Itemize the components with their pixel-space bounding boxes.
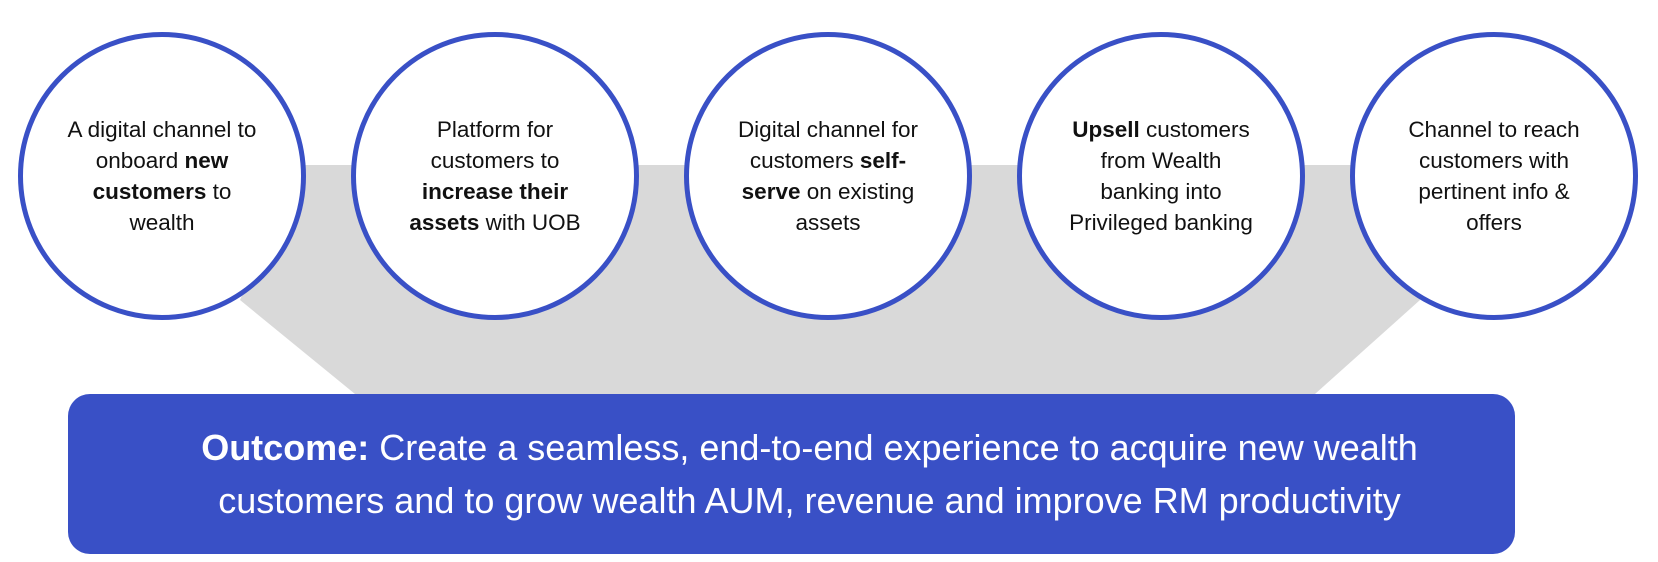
- circle-text: A digital channel to onboard new custome…: [62, 114, 262, 238]
- circle-text-bold: Upsell: [1072, 117, 1140, 142]
- circle-text-part: on existing assets: [795, 179, 915, 235]
- circle-text: Platform for customers to increase their…: [395, 114, 595, 238]
- outcome-statement: Outcome: Create a seamless, end-to-end e…: [124, 421, 1460, 527]
- circle-increase-assets: Platform for customers to increase their…: [351, 32, 639, 320]
- circle-text-part: with UOB: [479, 210, 581, 235]
- circle-text-bold: self-serve: [741, 148, 907, 204]
- circle-text-bold: new customers: [92, 148, 229, 204]
- circle-self-serve: Digital channel for customers self-serve…: [684, 32, 972, 320]
- outcome-text: Create a seamless, end-to-end experience…: [218, 427, 1418, 521]
- circle-text-bold: increase their assets: [409, 179, 569, 235]
- circle-text: Upsell customers from Wealth banking int…: [1061, 114, 1261, 238]
- outcome-label: Outcome:: [201, 427, 370, 468]
- circle-text-part: customers from Wealth banking into Privi…: [1069, 117, 1253, 235]
- outcome-box: Outcome: Create a seamless, end-to-end e…: [68, 394, 1515, 554]
- circle-new-customers: A digital channel to onboard new custome…: [18, 32, 306, 320]
- circle-text-part: A digital channel to onboard: [67, 117, 257, 173]
- circle-reach-customers: Channel to reach customers with pertinen…: [1350, 32, 1638, 320]
- circle-text-part: Digital channel for customers: [737, 117, 919, 173]
- circle-text-part: Platform for customers to: [430, 117, 560, 173]
- circle-text: Digital channel for customers self-serve…: [728, 114, 928, 238]
- circle-text-part: to wealth: [129, 179, 232, 235]
- circle-text: Channel to reach customers with pertinen…: [1394, 114, 1594, 238]
- circle-text-part: Channel to reach customers with pertinen…: [1408, 117, 1580, 235]
- circle-upsell: Upsell customers from Wealth banking int…: [1017, 32, 1305, 320]
